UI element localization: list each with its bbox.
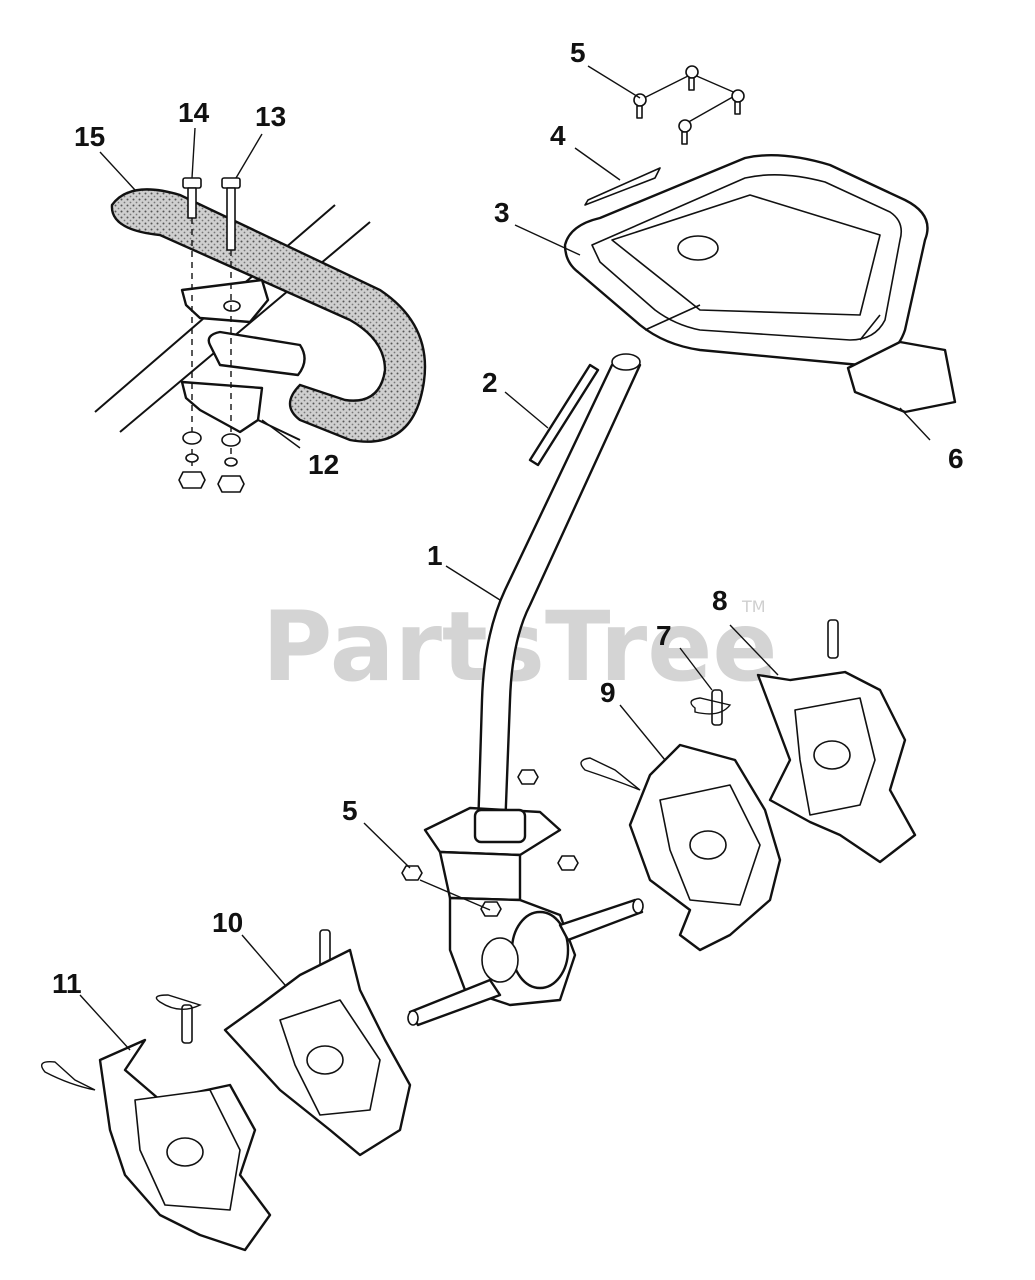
part-11-tine (41, 994, 272, 1252)
part-6-strip (846, 340, 957, 414)
part-7-pin (690, 689, 732, 726)
callout-1: 1 (427, 540, 443, 571)
callout-4: 4 (550, 120, 566, 151)
hairpin-clip-9 (580, 757, 641, 791)
callout-5-bottom: 5 (342, 795, 358, 826)
callout-9: 9 (600, 677, 616, 708)
gearbox (407, 806, 644, 1027)
watermark-trademark: TM (741, 597, 766, 616)
callout-6: 6 (948, 443, 964, 474)
part-13-bolt (221, 177, 241, 470)
callout-15: 15 (74, 121, 105, 152)
part-3-cover (563, 154, 929, 367)
part-2-sleeve (528, 363, 600, 467)
callout-3: 3 (494, 197, 510, 228)
callout-14: 14 (178, 97, 210, 128)
callout-5-top: 5 (570, 37, 586, 68)
callout-7: 7 (656, 620, 672, 651)
part-4-strip (584, 167, 661, 206)
part-8-tine (756, 619, 917, 864)
callout-2: 2 (482, 367, 498, 398)
part-5-screws-top (633, 65, 745, 145)
callout-11: 11 (52, 968, 82, 999)
callout-8: 8 (712, 585, 728, 616)
washers-nuts (178, 431, 245, 493)
part-5-nuts-bottom (401, 769, 579, 917)
part-10-tine (223, 929, 412, 1157)
part-1-shaft (476, 353, 642, 832)
callout-12: 12 (308, 449, 339, 480)
callout-10: 10 (212, 907, 243, 938)
part-14-bolt (182, 177, 202, 470)
part-12-clamp (180, 278, 306, 441)
callout-13: 13 (255, 101, 286, 132)
leader-lines (79, 65, 931, 1051)
part-15-handle-grip (94, 188, 427, 443)
part-9-tine (628, 743, 782, 952)
